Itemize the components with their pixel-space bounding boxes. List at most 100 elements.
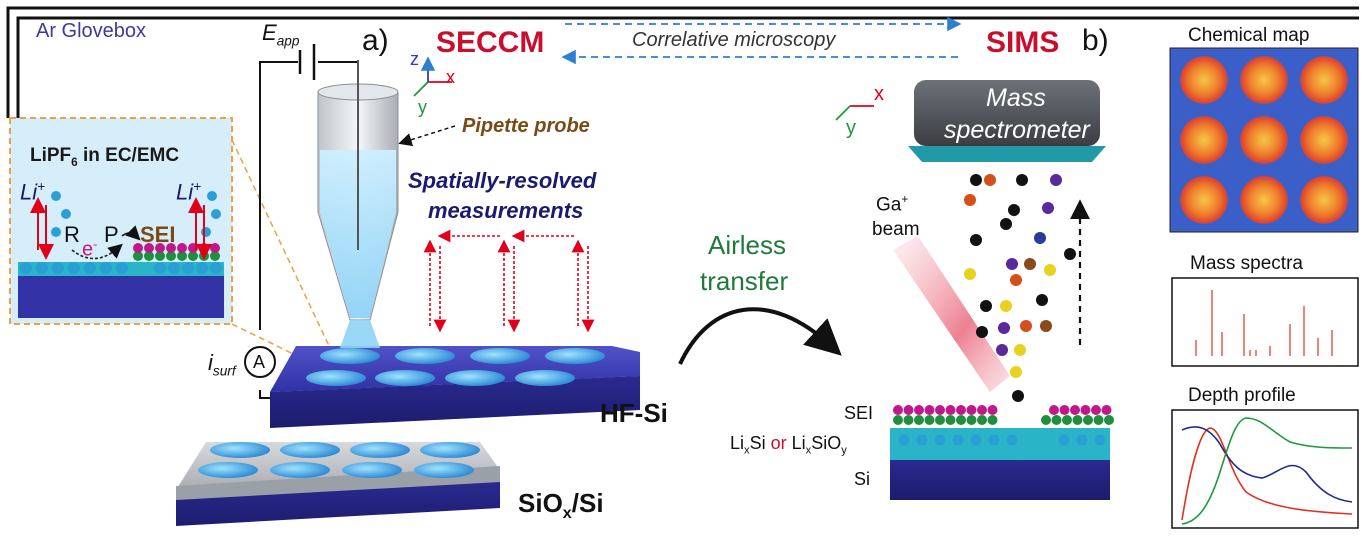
sample-well	[320, 348, 380, 364]
ion-particle	[964, 268, 976, 280]
ion-particle	[1040, 320, 1052, 332]
li-ion-label-left: Li+	[20, 179, 46, 205]
li-ion-label-right: Li+	[176, 179, 202, 205]
li-atom	[898, 434, 910, 446]
sei-particle	[945, 405, 956, 415]
siox-si-label: SiOx/Si	[518, 488, 604, 523]
sei-particle	[977, 415, 987, 425]
sei-particle	[1080, 405, 1091, 415]
li-atom	[20, 262, 32, 274]
ion-particle	[1008, 204, 1020, 216]
li-atom	[970, 434, 982, 446]
sei-particle	[914, 415, 924, 425]
li-atom	[36, 262, 48, 274]
sei-particle	[1062, 415, 1072, 425]
sims-axes-icon	[835, 105, 874, 121]
map-spot	[1240, 116, 1288, 164]
reactant-label: R	[64, 222, 80, 247]
pipette-pointer-arrow	[398, 125, 456, 147]
sei-particle	[210, 243, 220, 253]
li-atom	[68, 262, 80, 274]
pipette-probe-label: Pipette probe	[462, 115, 590, 137]
correlative-label: Correlative microscopy	[632, 29, 836, 51]
sei-particle	[166, 251, 176, 261]
mass-spec-label-line2: spectrometer	[944, 116, 1090, 144]
seccm-title: SECCM	[436, 26, 545, 59]
map-spot	[1300, 56, 1348, 104]
li-atom	[952, 434, 964, 446]
map-spot	[1180, 56, 1228, 104]
chemical-map-title: Chemical map	[1188, 25, 1310, 46]
map-spot	[1240, 56, 1288, 104]
sei-particle	[956, 415, 966, 425]
sample-well	[342, 462, 402, 478]
glovebox-outer-frame	[6, 6, 1359, 118]
ion-particle	[1042, 202, 1054, 214]
ion-particle	[998, 322, 1010, 334]
sims-axis-y-label: y	[846, 117, 856, 139]
ion-particle	[980, 300, 992, 312]
sei-particle	[133, 251, 143, 261]
sei-particle	[210, 251, 220, 261]
sims-axis-x-label: x	[874, 83, 884, 105]
li-atom	[934, 434, 946, 446]
li-atom	[1094, 434, 1106, 446]
ion-particle	[1036, 294, 1048, 306]
sei-particle	[987, 405, 998, 415]
transfer-label-line1: Airless	[708, 230, 787, 260]
li-atom	[154, 262, 166, 274]
li-ion	[51, 227, 61, 237]
ion-particle	[1000, 300, 1012, 312]
map-spot	[1300, 116, 1348, 164]
sei-particle	[1051, 415, 1062, 425]
product-label: P	[104, 222, 119, 247]
li-ion	[211, 209, 221, 219]
ion-particle	[1014, 344, 1026, 356]
sei-particle	[924, 405, 935, 415]
li-atom	[116, 262, 128, 274]
inset-particles	[20, 191, 222, 274]
sei-particle	[1049, 405, 1059, 415]
sample-well	[280, 442, 340, 458]
sei-particle	[144, 243, 154, 253]
sample-well	[420, 442, 480, 458]
sei-particle	[935, 405, 945, 415]
sample-well	[545, 348, 605, 364]
li-atom	[84, 262, 96, 274]
li-atom	[1058, 434, 1070, 446]
li-atom	[916, 434, 928, 446]
sample-well	[350, 442, 410, 458]
hf-si-label: HF-Si	[600, 398, 668, 428]
sample-well	[515, 370, 575, 386]
sei-particle	[155, 251, 165, 261]
axis-x-label: x	[446, 67, 455, 87]
axis-z-label: z	[410, 49, 419, 69]
spatial-label-line1: Spatially-resolved	[408, 168, 597, 193]
sei-particle	[177, 251, 187, 261]
sample-well	[445, 370, 505, 386]
ion-particle	[1006, 258, 1018, 270]
sei-particle	[1041, 415, 1051, 425]
ion-particle	[976, 326, 988, 338]
pipette-icon	[317, 60, 399, 348]
mass-spectra-plot	[1171, 277, 1359, 367]
sei-particle	[956, 405, 966, 415]
sei-particle	[177, 243, 187, 253]
glovebox-label: Ar Glovebox	[36, 20, 147, 42]
ammeter-icon	[244, 346, 276, 378]
sei-particle	[924, 415, 935, 425]
e-app-label: Eapp	[262, 20, 300, 49]
ga-beam-label-line2: beam	[872, 219, 920, 240]
ga-beam-label-line1: Ga+	[876, 193, 909, 216]
ion-particle	[964, 194, 976, 206]
voltage-source-icon	[298, 44, 316, 80]
inset-electron-path	[71, 243, 123, 260]
inset-product-arrow	[121, 225, 141, 241]
airless-transfer-arrow	[678, 307, 842, 365]
map-spot	[1240, 176, 1288, 224]
map-spot	[1300, 176, 1348, 224]
sims-lithiated-layer-label: LixSi or LixSiOy	[730, 433, 847, 457]
sims-title: SIMS	[986, 26, 1060, 59]
ion-particle	[1010, 366, 1022, 378]
inset-zoom-line-top	[231, 139, 331, 349]
